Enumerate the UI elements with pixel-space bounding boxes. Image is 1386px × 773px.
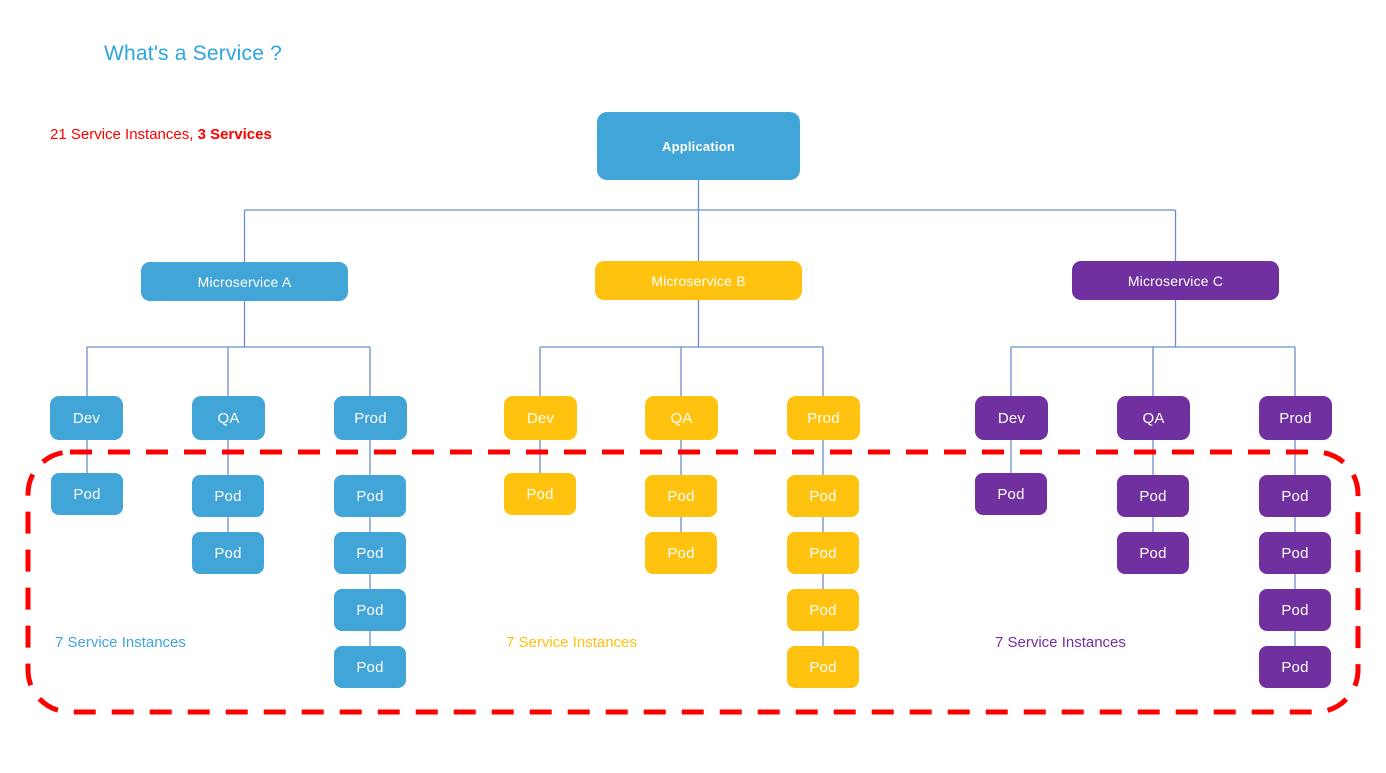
microservice-b-prod-pod-4-label: Pod — [809, 658, 837, 676]
microservice-a-env-qa-label: QA — [217, 409, 240, 427]
microservice-a-qa-pod-1[interactable]: Pod — [192, 475, 264, 517]
microservice-b-qa-pod-1-label: Pod — [667, 487, 695, 505]
microservice-b-env-dev-label: Dev — [526, 409, 555, 427]
microservice-a-dev-pod-1-label: Pod — [73, 485, 101, 503]
microservice-b-env-prod-label: Prod — [807, 409, 840, 427]
microservice-a-env-prod-label: Prod — [354, 409, 387, 427]
microservice-b-node-label: Microservice B — [651, 272, 746, 289]
microservice-b-qa-pod-2[interactable]: Pod — [645, 532, 717, 574]
microservice-a-qa-pod-2[interactable]: Pod — [192, 532, 264, 574]
microservice-c-prod-pod-2-label: Pod — [1281, 544, 1309, 562]
microservice-a-qa-pod-1-label: Pod — [214, 487, 242, 505]
microservice-a-prod-pod-3[interactable]: Pod — [334, 589, 406, 631]
microservice-c-prod-pod-3-label: Pod — [1281, 601, 1309, 619]
microservice-b-env-qa-label: QA — [670, 409, 693, 427]
microservice-b-node[interactable]: Microservice B — [595, 261, 802, 300]
microservice-c-qa-pod-2[interactable]: Pod — [1117, 532, 1189, 574]
microservice-c-prod-pod-1[interactable]: Pod — [1259, 475, 1331, 517]
microservice-c-node-label: Microservice C — [1127, 272, 1224, 289]
total-summary-caption: 21 Service Instances, 3 Services — [50, 126, 272, 143]
microservice-b-prod-pod-3-label: Pod — [809, 601, 837, 619]
total-instances-text: 21 Service Instances, — [50, 126, 198, 143]
microservice-b-dev-pod-1-label: Pod — [526, 485, 554, 503]
microservice-c-node[interactable]: Microservice C — [1072, 261, 1279, 300]
microservice-b-prod-pod-2-label: Pod — [809, 544, 837, 562]
microservice-b-qa-pod-2-label: Pod — [667, 544, 695, 562]
microservice-a-prod-pod-4-label: Pod — [356, 658, 384, 676]
microservice-c-prod-pod-2[interactable]: Pod — [1259, 532, 1331, 574]
microservice-a-prod-pod-4[interactable]: Pod — [334, 646, 406, 688]
microservice-a-node-label: Microservice A — [197, 273, 292, 290]
application-node[interactable]: Application — [597, 112, 800, 180]
microservice-c-prod-pod-4[interactable]: Pod — [1259, 646, 1331, 688]
microservice-c-prod-pod-1-label: Pod — [1281, 487, 1309, 505]
microservice-b-qa-pod-1[interactable]: Pod — [645, 475, 717, 517]
total-services-text: 3 Services — [197, 126, 272, 143]
microservice-c-dev-pod-1[interactable]: Pod — [975, 473, 1047, 515]
microservice-a-prod-pod-1-label: Pod — [356, 487, 384, 505]
microservice-a-instances-caption: 7 Service Instances — [55, 634, 186, 651]
microservice-c-qa-pod-1-label: Pod — [1139, 487, 1167, 505]
microservice-c-env-dev-label: Dev — [997, 409, 1026, 427]
microservice-c-qa-pod-1[interactable]: Pod — [1117, 475, 1189, 517]
microservice-b-dev-pod-1[interactable]: Pod — [504, 473, 576, 515]
microservice-a-qa-pod-2-label: Pod — [214, 544, 242, 562]
microservice-a-env-prod[interactable]: Prod — [334, 396, 407, 440]
microservice-c-env-dev[interactable]: Dev — [975, 396, 1048, 440]
microservice-b-prod-pod-4[interactable]: Pod — [787, 646, 859, 688]
microservice-a-prod-pod-2-label: Pod — [356, 544, 384, 562]
microservice-c-qa-pod-2-label: Pod — [1139, 544, 1167, 562]
microservice-b-env-dev[interactable]: Dev — [504, 396, 577, 440]
microservice-b-env-qa[interactable]: QA — [645, 396, 718, 440]
microservice-c-env-prod-label: Prod — [1279, 409, 1312, 427]
page-title: What's a Service ? — [104, 42, 283, 65]
microservice-a-dev-pod-1[interactable]: Pod — [51, 473, 123, 515]
microservice-c-env-qa-label: QA — [1142, 409, 1165, 427]
microservice-b-prod-pod-1[interactable]: Pod — [787, 475, 859, 517]
microservice-c-prod-pod-3[interactable]: Pod — [1259, 589, 1331, 631]
microservice-a-env-qa[interactable]: QA — [192, 396, 265, 440]
microservice-c-env-prod[interactable]: Prod — [1259, 396, 1332, 440]
microservice-b-prod-pod-1-label: Pod — [809, 487, 837, 505]
microservice-b-prod-pod-2[interactable]: Pod — [787, 532, 859, 574]
microservice-c-dev-pod-1-label: Pod — [997, 485, 1025, 503]
microservice-a-node[interactable]: Microservice A — [141, 262, 348, 301]
microservice-c-prod-pod-4-label: Pod — [1281, 658, 1309, 676]
microservice-b-prod-pod-3[interactable]: Pod — [787, 589, 859, 631]
microservice-b-env-prod[interactable]: Prod — [787, 396, 860, 440]
microservice-a-env-dev-label: Dev — [72, 409, 101, 427]
microservice-a-prod-pod-3-label: Pod — [356, 601, 384, 619]
application-node-label: Application — [662, 138, 735, 154]
microservice-a-prod-pod-1[interactable]: Pod — [334, 475, 406, 517]
microservice-a-env-dev[interactable]: Dev — [50, 396, 123, 440]
microservice-b-instances-caption: 7 Service Instances — [506, 634, 637, 651]
microservice-a-prod-pod-2[interactable]: Pod — [334, 532, 406, 574]
microservice-c-env-qa[interactable]: QA — [1117, 396, 1190, 440]
microservice-c-instances-caption: 7 Service Instances — [995, 634, 1126, 651]
